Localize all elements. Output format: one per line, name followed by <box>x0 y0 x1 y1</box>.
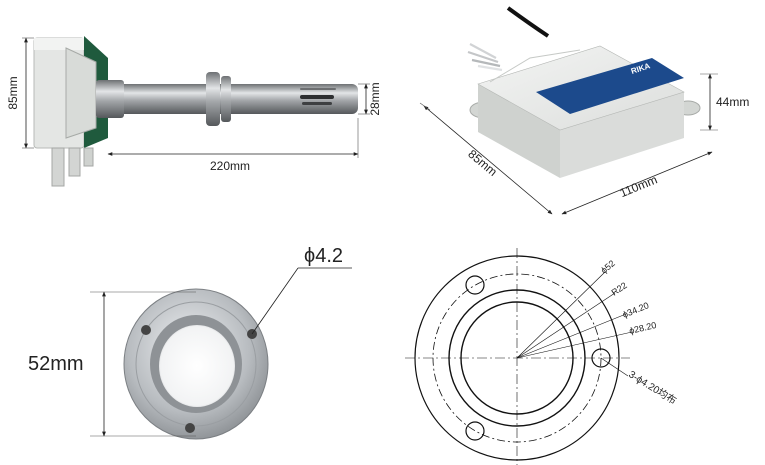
flange-hole-callout: ϕ4.2 <box>251 245 352 335</box>
flange-photo <box>123 288 269 440</box>
housing-photo: RIKA <box>467 6 701 178</box>
probe-length-label: 220mm <box>210 159 250 173</box>
flange-diameter-label: 52mm <box>28 353 84 375</box>
flange-drawing <box>405 248 633 465</box>
probe-height-dimension: 85mm <box>6 37 34 149</box>
housing-width-label: 110mm <box>618 172 660 200</box>
bore-inner-diameter-label: ϕ28.20 <box>628 320 657 336</box>
housing-height-dimension: 44mm <box>700 73 749 131</box>
housing-height-label: 44mm <box>716 95 749 109</box>
probe-diameter-label: 28mm <box>368 82 382 115</box>
housing-depth-label: 85mm <box>465 147 500 179</box>
bore-outer-diameter-label: ϕ34.20 <box>621 300 650 320</box>
radius-label: R22 <box>610 280 629 298</box>
flange-diameter-dimension: 52mm <box>28 291 196 437</box>
flange-drawing-labels: ϕ52 R22 ϕ34.20 ϕ28.20 3-ϕ4.20均布 <box>599 258 679 407</box>
flange-hole-label: ϕ4.2 <box>304 245 343 267</box>
outer-diameter-label: ϕ52 <box>599 258 617 275</box>
probe-sensor-photo <box>33 36 358 187</box>
probe-length-dimension: 220mm <box>107 118 359 173</box>
bolt-holes-label: 3-ϕ4.20均布 <box>626 368 678 407</box>
probe-height-label: 85mm <box>6 76 20 109</box>
brand-stripe <box>536 58 684 114</box>
probe-diameter-dimension: 28mm <box>358 82 382 116</box>
